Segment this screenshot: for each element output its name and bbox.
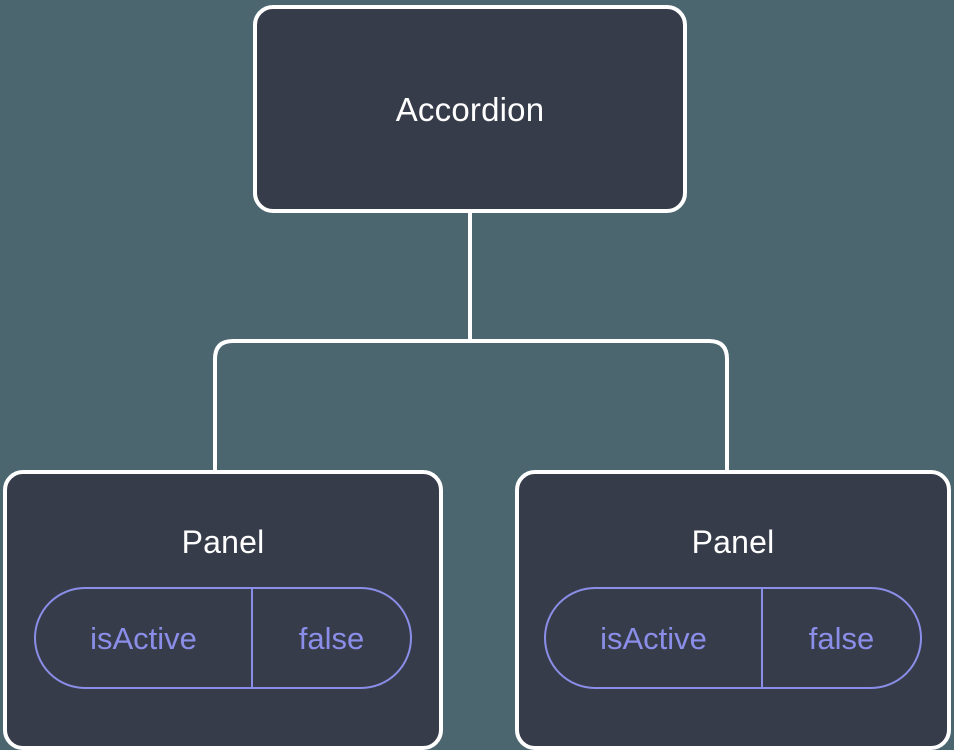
node-panel-right[interactable]: Panel isActive false <box>515 470 951 750</box>
node-panel-left[interactable]: Panel isActive false <box>3 470 443 750</box>
prop-name: isActive <box>600 620 707 656</box>
node-title-accordion: Accordion <box>395 90 545 128</box>
prop-pill-isactive[interactable]: isActive false <box>544 587 922 689</box>
node-title-panel: Panel <box>691 524 775 560</box>
connector-bracket <box>213 339 729 474</box>
prop-value: false <box>251 589 410 687</box>
prop-pill-isactive[interactable]: isActive false <box>34 587 412 689</box>
connector-lines <box>213 209 729 474</box>
component-tree-diagram: Accordion Panel isActive false Panel isA… <box>3 5 951 750</box>
prop-value: false <box>761 589 920 687</box>
node-accordion[interactable]: Accordion <box>253 5 687 213</box>
node-title-panel: Panel <box>181 524 265 560</box>
prop-name: isActive <box>90 620 197 656</box>
